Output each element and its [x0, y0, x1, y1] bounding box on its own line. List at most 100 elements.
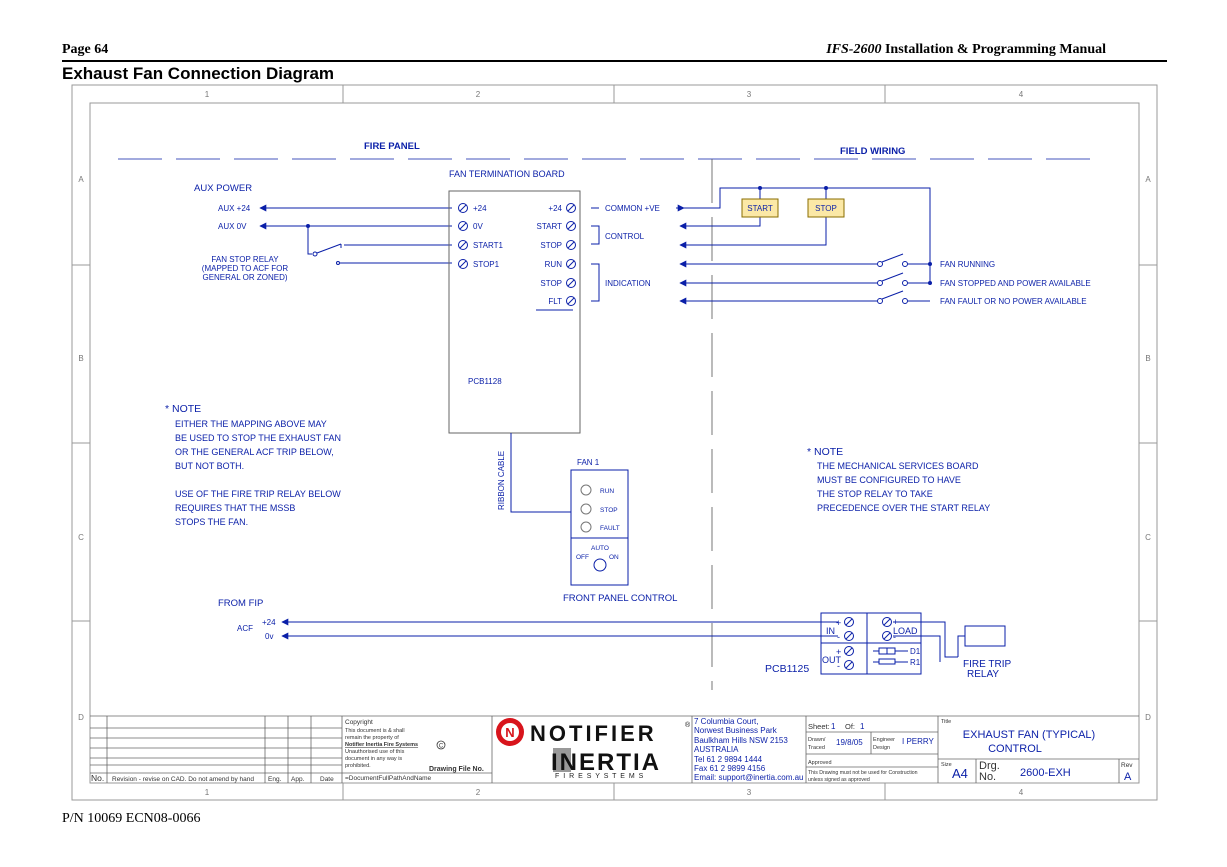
copyright-line: document in any way is: [345, 756, 402, 762]
inertia-logo-text: INERTIA: [551, 749, 661, 776]
copyright-line: prohibited.: [345, 763, 371, 769]
title-label: Title: [941, 719, 951, 725]
page-number: Page 64: [62, 42, 109, 57]
terminal-label: FLT: [548, 297, 562, 306]
rev-no-header: No.: [91, 773, 104, 783]
address-line: Tel 61 2 9894 1444: [694, 755, 763, 764]
stop-button-label: STOP: [815, 204, 837, 213]
engineer-label: Engineer: [873, 737, 895, 743]
column-label: 1: [205, 90, 210, 99]
acf-label: ACF: [237, 624, 253, 633]
indication-label: INDICATION: [605, 279, 651, 288]
row-label: B: [78, 354, 83, 363]
d1-label: D1: [910, 647, 921, 656]
in-label: IN: [826, 626, 835, 636]
row-label: A: [78, 175, 84, 184]
fan-stopped-label: FAN STOPPED AND POWER AVAILABLE: [940, 279, 1091, 288]
traced-label: Traced: [808, 745, 825, 751]
out-label: OUT: [822, 655, 842, 665]
sheet-label: Sheet:: [808, 722, 830, 731]
acf-0v-label: 0v: [265, 632, 273, 641]
revision-value: A: [1124, 771, 1132, 783]
note1-line: STOPS THE FAN.: [175, 517, 248, 527]
pcb1128-label: PCB1128: [468, 377, 502, 386]
section-title: Exhaust Fan Connection Diagram: [62, 64, 335, 83]
aux-power-label: AUX POWER: [194, 183, 252, 194]
construction-note: unless signed as approved: [808, 777, 870, 783]
row-label: A: [1145, 175, 1151, 184]
svg-text:N: N: [505, 725, 514, 740]
fan-stop-relay-label: (MAPPED TO ACF FOR: [202, 264, 289, 273]
on-label: ON: [609, 554, 619, 561]
rev-label: Rev: [1121, 762, 1133, 769]
note2-line: PRECEDENCE OVER THE START RELAY: [817, 503, 990, 513]
rev-app-header: App.: [291, 776, 305, 783]
drawn-label: Drawn/: [808, 737, 826, 743]
drawing-title-line: CONTROL: [988, 743, 1042, 755]
inertia-logo: INERTIA F I R E S Y S T E M S: [551, 748, 661, 780]
field-wiring: [536, 187, 931, 311]
address-line: Baulkham Hills NSW 2153: [694, 736, 788, 745]
drawing-title-line: EXHAUST FAN (TYPICAL): [963, 729, 1095, 741]
acf-24-label: +24: [262, 618, 276, 627]
pcb1125-label: PCB1125: [765, 663, 809, 675]
auto-switch: [593, 558, 607, 572]
ribbon-cable: [510, 433, 571, 513]
row-label: B: [1145, 354, 1150, 363]
ribbon-cable-label: RIBBON CABLE: [497, 451, 506, 510]
from-fip-label: FROM FIP: [218, 598, 263, 609]
out-plus: +: [836, 647, 841, 657]
off-label: OFF: [576, 554, 589, 561]
header-rule: [62, 60, 1167, 62]
manual-title: IFS-2600 Installation & Programming Manu…: [826, 42, 1106, 58]
common-ve-label: COMMON +VE: [605, 204, 660, 213]
note1-line: REQUIRES THAT THE MSSB: [175, 503, 295, 513]
termination-board: [448, 190, 581, 434]
in-plus: +: [836, 618, 841, 628]
title-block: [90, 715, 1139, 783]
drg-label: Drg.: [979, 760, 1000, 772]
stop-button: [807, 198, 845, 218]
copyright-owner: Notifier Inertia Fire Systems: [345, 742, 418, 748]
no-label: No.: [979, 771, 996, 783]
drawing-file-label: Drawing File No.: [429, 766, 484, 773]
out-minus: -: [837, 661, 840, 671]
control-label: CONTROL: [605, 232, 645, 241]
design-label: Design: [873, 745, 890, 751]
svg-text:C: C: [439, 744, 444, 750]
date-value: 19/8/05: [836, 738, 863, 747]
column-label: 3: [747, 90, 752, 99]
terminal-label: 0V: [473, 222, 483, 231]
terminal-label: STOP: [540, 241, 562, 250]
termination-board-title: FAN TERMINATION BOARD: [449, 169, 565, 179]
sheet-value: 1: [831, 722, 836, 731]
address-line: Email: support@inertia.com.au: [694, 773, 804, 782]
start-button-label: START: [747, 204, 773, 213]
fault-led-label: FAULT: [600, 525, 620, 532]
row-label: C: [78, 533, 84, 542]
row-label: D: [1145, 713, 1151, 722]
fan1-label: FAN 1: [577, 458, 600, 467]
note1-line: BUT NOT BOTH.: [175, 461, 244, 471]
notifier-logo: N NOTIFIER ®: [496, 718, 691, 746]
copyright-line: Copyright: [345, 719, 373, 726]
pcb1125-board: [820, 612, 1006, 675]
fire-trip-label: FIRE TRIP: [963, 659, 1011, 670]
note1-line: USE OF THE FIRE TRIP RELAY BELOW: [175, 489, 341, 499]
rev-desc-header: Revision - revise on CAD. Do not amend b…: [112, 776, 254, 783]
run-led-label: RUN: [600, 488, 614, 495]
copyright-line: This document is & shall: [345, 728, 405, 734]
column-label: 1: [205, 788, 210, 797]
stop-led: [580, 503, 592, 515]
fan-stop-relay-label: FAN STOP RELAY: [211, 255, 279, 264]
column-label: 3: [747, 788, 752, 797]
note2-title: * NOTE: [807, 446, 843, 458]
note1-line: BE USED TO STOP THE EXHAUST FAN: [175, 433, 341, 443]
terminal-label: START: [537, 222, 563, 231]
aux-power-wiring: [259, 204, 452, 265]
size-value: A4: [952, 766, 968, 781]
column-label: 4: [1019, 788, 1024, 797]
r1-label: R1: [910, 658, 921, 667]
fire-panel-label: FIRE PANEL: [364, 141, 420, 152]
